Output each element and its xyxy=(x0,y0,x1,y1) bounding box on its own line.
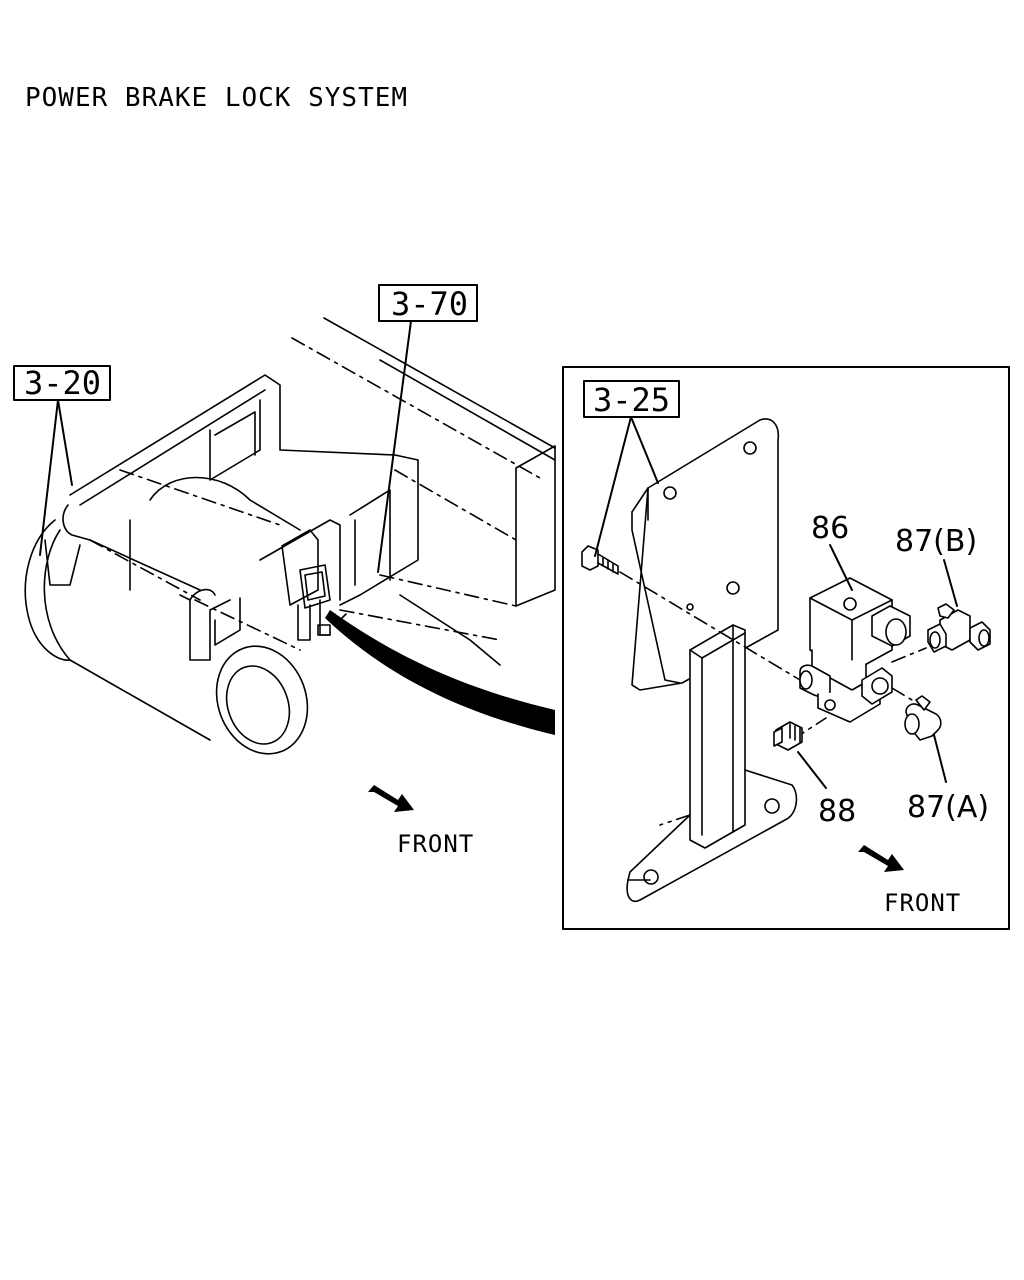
detail-frame xyxy=(562,366,1010,930)
main-assembly-view xyxy=(24,317,556,755)
reference-label: 3-25 xyxy=(593,381,670,419)
reference-label: 3-20 xyxy=(24,364,101,402)
front-direction-main: FRONT xyxy=(368,785,474,858)
reference-label: 3-70 xyxy=(391,285,468,323)
reference-3-25: 3-25 xyxy=(583,380,680,557)
front-label: FRONT xyxy=(884,889,961,917)
part-number-87a: 87(A) xyxy=(907,790,989,825)
part-number-88: 88 xyxy=(818,794,856,829)
front-arrow-icon xyxy=(368,785,414,812)
diagram-title: POWER BRAKE LOCK SYSTEM xyxy=(25,83,408,113)
part-number-86: 86 xyxy=(811,511,849,546)
front-label: FRONT xyxy=(397,830,474,858)
front-arrow-icon xyxy=(858,845,904,872)
front-direction-detail: FRONT xyxy=(858,845,961,917)
reference-3-20: 3-20 xyxy=(13,364,111,556)
reference-3-70: 3-70 xyxy=(377,284,478,573)
detail-view xyxy=(562,366,1010,930)
part-number-87b: 87(B) xyxy=(895,524,977,559)
